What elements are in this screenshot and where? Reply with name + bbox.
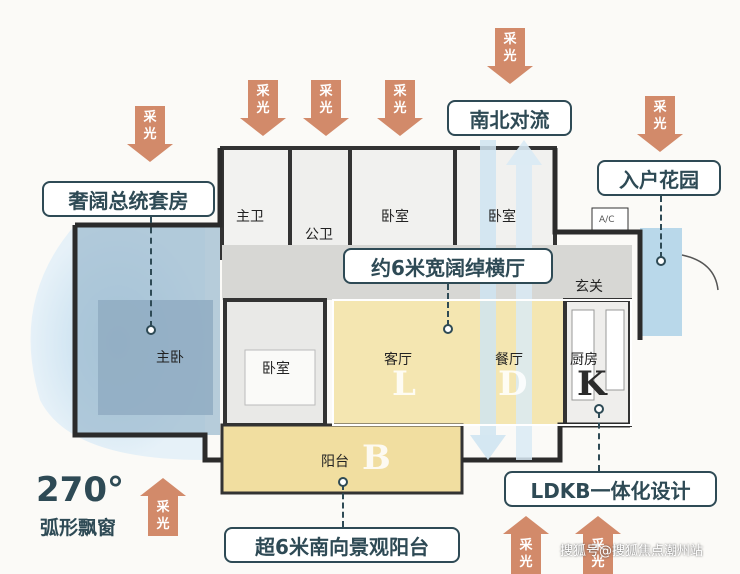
sun-arrow-bay: 采光 — [140, 478, 186, 536]
vent-arrow-up — [516, 165, 532, 460]
dot-master — [146, 325, 156, 335]
ac-label: A/C — [599, 215, 615, 225]
sun-arrow-master: 采光 — [127, 106, 173, 164]
room-public-bath: 公卫 — [305, 227, 333, 243]
master-bath-area — [220, 146, 292, 260]
sun-arrow-bedroom-north: 采光 — [377, 80, 423, 138]
leader-ldkb — [598, 412, 600, 471]
dot-garden — [656, 256, 666, 266]
dot-balcony — [338, 477, 348, 487]
leader-garden — [660, 196, 662, 258]
callout-entry-garden: 入户花园 — [597, 160, 721, 196]
room-living: 客厅 — [384, 352, 412, 368]
dot-hall — [443, 324, 453, 334]
leader-balcony — [342, 484, 344, 527]
sun-arrow-garden: 采光 — [637, 96, 683, 154]
callout-ldkb: LDKB一体化设计 — [504, 471, 717, 507]
room-foyer: 玄关 — [575, 279, 603, 295]
leader-hall — [447, 284, 449, 326]
room-master-bath: 主卫 — [236, 209, 264, 225]
callout-master-suite: 奢阔总统套房 — [42, 181, 215, 217]
callout-cross-ventilation: 南北对流 — [447, 100, 572, 136]
watermark: 搜狐号@搜狐焦点潮州站 — [560, 544, 704, 559]
room-bedroom-south: 卧室 — [262, 361, 290, 377]
room-kitchen: 厨房 — [570, 352, 598, 368]
callout-wide-hall: 约6米宽阔绰横厅 — [343, 248, 553, 284]
sun-arrow-master-bath: 采光 — [240, 80, 286, 138]
bay-label: 弧形飘窗 — [40, 517, 117, 539]
leader-master — [150, 217, 152, 327]
room-bedroom-north: 卧室 — [381, 209, 409, 225]
sun-arrow-south-1: 采光 — [503, 516, 549, 574]
room-master-bedroom: 主卧 — [156, 350, 184, 366]
sun-arrow-public-bath: 采光 — [303, 80, 349, 138]
vent-arrow-down — [480, 140, 496, 435]
public-bath-area — [288, 146, 352, 260]
letter-balcony: B — [362, 438, 391, 478]
room-dining: 餐厅 — [495, 352, 523, 368]
north-bedroom-area — [348, 146, 457, 250]
letter-living: L — [392, 364, 416, 404]
room-bedroom-ne: 卧室 — [488, 209, 516, 225]
dot-kitchen — [594, 404, 604, 414]
room-balcony: 阳台 — [321, 454, 349, 470]
bay-angle: 270° — [36, 470, 124, 510]
sun-arrow-top: 采光 — [487, 28, 533, 86]
callout-balcony: 超6米南向景观阳台 — [224, 527, 460, 563]
letter-kitchen: K — [577, 364, 607, 404]
letter-dining: D — [498, 364, 528, 404]
